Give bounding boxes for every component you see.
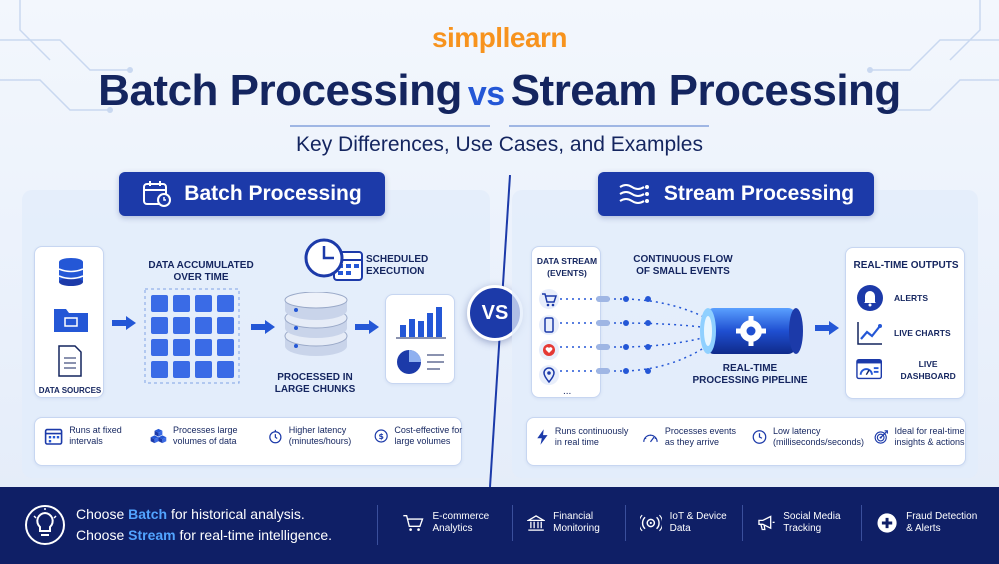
use-case-iot: IoT & Device Data <box>640 509 728 537</box>
database-stack-icon <box>284 292 348 356</box>
batch-feature-1: Runs at fixed intervals <box>44 424 140 448</box>
bank-icon <box>527 515 546 531</box>
lightning-icon <box>537 429 548 445</box>
batch-feature-2: Processes large volumes of data <box>150 424 258 448</box>
footer-divider <box>625 505 626 541</box>
batch-feature-3: Higher latency (minutes/hours) <box>268 424 364 448</box>
subtitle-rule-right <box>509 125 709 127</box>
report-card <box>385 294 455 384</box>
batch-features: Runs at fixed intervals Processes large … <box>44 424 470 448</box>
realtime-outputs-card: REAL-TIME OUTPUTS ALERTS LIVE CHARTS LIV… <box>845 247 965 399</box>
heart-icon <box>539 340 559 360</box>
batch-banner-label: Batch Processing <box>184 182 362 205</box>
footer-divider <box>742 505 743 541</box>
brand-logo: simpllearn <box>431 22 568 53</box>
use-case-ecommerce: E-commerce Analytics <box>402 508 498 538</box>
database-icon <box>58 258 84 286</box>
bar-chart-icon <box>396 307 446 339</box>
pipeline-label: REAL-TIME PROCESSING PIPELINE <box>692 363 808 386</box>
arrow-right-icon <box>355 320 379 334</box>
dashboard-icon <box>856 358 883 380</box>
stream-banner: Stream Processing <box>598 172 874 216</box>
output-live-dashboard: LIVE DASHBOARD <box>856 358 964 382</box>
event-flow-lines <box>560 296 711 374</box>
arrow-right-icon <box>251 320 275 334</box>
lightbulb-icon <box>25 505 65 545</box>
document-icon <box>58 345 82 377</box>
subtitle: Key Differences, Use Cases, and Examples <box>296 133 703 156</box>
stream-feature-3: Low latency (milliseconds/seconds) <box>752 424 864 450</box>
folder-icon <box>54 309 88 332</box>
choose-batch-line: Choose Batch for historical analysis. <box>76 506 305 522</box>
shield-plus-icon <box>877 513 897 533</box>
scheduled-label: SCHEDULED EXECUTION <box>366 254 429 277</box>
megaphone-icon <box>758 515 775 531</box>
use-case-social: Social Media Tracking <box>757 510 847 536</box>
processing-pipeline-icon <box>700 308 803 354</box>
batch-banner: Batch Processing <box>119 172 385 216</box>
title-right: Stream Processing <box>510 66 902 115</box>
title-vs: vs <box>467 75 505 113</box>
clock-icon <box>752 430 767 444</box>
outputs-title: REAL-TIME OUTPUTS <box>853 260 959 271</box>
choose-stream-line: Choose Stream for real-time intelligence… <box>76 527 333 543</box>
bell-icon <box>857 285 883 311</box>
stream-feature-1: Runs continuously in real time <box>536 424 632 450</box>
use-case-fraud: Fraud Detection & Alerts <box>876 508 986 538</box>
stream-features-card <box>526 417 966 466</box>
dollar-icon: $ <box>374 429 388 443</box>
subtitle-rule-left <box>290 125 490 127</box>
speedometer-icon <box>643 434 658 443</box>
continuous-flow-label: CONTINUOUS FLOW OF SMALL EVENTS <box>633 254 733 277</box>
phone-icon <box>539 315 559 335</box>
clock-calendar-icon <box>304 238 363 281</box>
data-accumulated-label: DATA ACCUMULATED OVER TIME <box>148 260 254 283</box>
iot-icon <box>640 514 662 532</box>
stopwatch-icon <box>269 429 282 444</box>
svg-text:$: $ <box>378 432 383 441</box>
data-sources-label: DATA SOURCES <box>38 386 102 395</box>
batch-feature-4: $ Cost-effective for large volumes <box>374 424 470 448</box>
data-stream-card: DATA STREAM (EVENTS) ... <box>531 246 601 398</box>
output-live-charts: LIVE CHARTS <box>856 320 951 346</box>
stream-feature-2: Processes events as they arrive <box>642 424 742 450</box>
footer-divider <box>512 505 513 541</box>
stream-feature-4: Ideal for real-time insights & actions <box>874 424 974 450</box>
title-left: Batch Processing <box>98 66 462 115</box>
cubes-icon <box>150 428 167 444</box>
cart-icon <box>539 289 559 309</box>
use-cases: E-commerce Analytics Financial Monitorin… <box>402 505 986 541</box>
use-case-financial: Financial Monitoring <box>527 509 611 537</box>
footer-bar: Choose Batch for historical analysis. Ch… <box>0 487 999 564</box>
arrow-right-icon <box>112 316 136 330</box>
batch-features-card <box>34 417 462 466</box>
output-alerts: ALERTS <box>856 284 928 312</box>
data-stream-label: DATA STREAM (EVENTS) <box>536 256 598 278</box>
line-chart-icon <box>857 322 882 345</box>
location-pin-icon <box>539 365 559 385</box>
calendar-icon <box>44 428 63 445</box>
stream-features: Runs continuously in real time Processes… <box>536 424 974 450</box>
processed-chunks-label: PROCESSED IN LARGE CHUNKS <box>274 372 356 395</box>
more-events-ellipsis: ... <box>563 386 572 397</box>
cart-icon <box>403 515 424 531</box>
target-icon <box>874 430 888 444</box>
data-sources-card: DATA SOURCES <box>34 246 104 398</box>
stream-banner-label: Stream Processing <box>663 182 855 205</box>
arrow-right-icon <box>815 321 839 335</box>
wave-stream-icon <box>619 184 649 204</box>
footer-divider <box>377 505 378 545</box>
pie-chart-icon <box>397 350 444 374</box>
data-grid-icon <box>144 288 240 384</box>
calendar-clock-icon <box>143 181 172 207</box>
footer-divider <box>861 505 862 541</box>
